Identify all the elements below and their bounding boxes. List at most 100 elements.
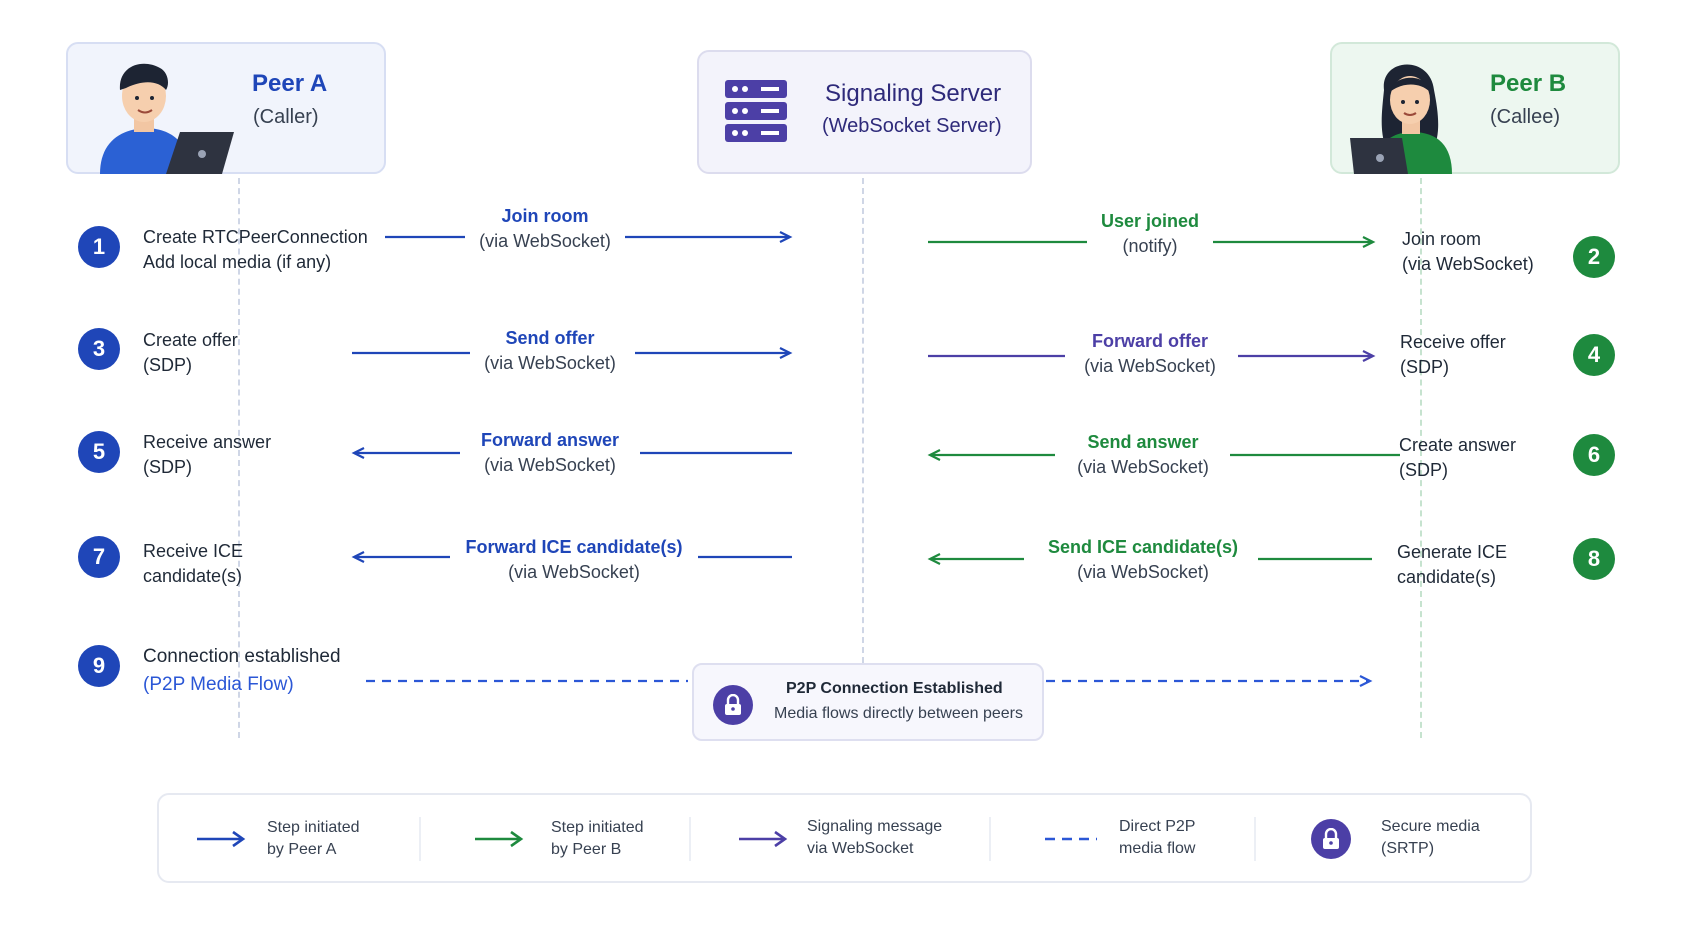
step-7-line2: candidate(s) bbox=[143, 566, 243, 586]
step-badge-2: 2 bbox=[1573, 236, 1615, 278]
step-5-line1: Receive answer bbox=[143, 432, 272, 452]
msg-user-joined-label: User joined bbox=[1100, 211, 1200, 231]
server-lifeline bbox=[862, 178, 864, 663]
step-5-text: Receive answer (SDP) bbox=[143, 430, 271, 480]
step-4-line2: (SDP) bbox=[1400, 357, 1449, 377]
step-2-text: Join room (via WebSocket) bbox=[1402, 227, 1534, 277]
lock-icon bbox=[713, 685, 753, 725]
msg-user-joined-sub: (notify) bbox=[1122, 236, 1178, 256]
peer-b-title: Peer B bbox=[1490, 70, 1567, 97]
step-6-line1: Create answer bbox=[1399, 435, 1517, 455]
step-badge-3: 3 bbox=[78, 328, 120, 370]
msg-join-room: Join room (via WebSocket) bbox=[479, 204, 611, 254]
msg-send-offer-label: Send offer bbox=[505, 328, 595, 348]
legend-divider bbox=[1254, 817, 1256, 861]
step-2-line2: (via WebSocket) bbox=[1402, 254, 1534, 274]
step-7-line1: Receive ICE bbox=[143, 541, 244, 561]
step-3-line1: Create offer bbox=[143, 330, 238, 350]
arrow-right-icon bbox=[475, 830, 524, 848]
msg-forward-answer: Forward answer (via WebSocket) bbox=[481, 428, 619, 478]
legend-peer-a: Step initiated by Peer A bbox=[267, 817, 360, 861]
step-5-line2: (SDP) bbox=[143, 457, 192, 477]
step-9-text: Connection established (P2P Media Flow) bbox=[143, 643, 341, 699]
msg-send-ice-label: Send ICE candidate(s) bbox=[1047, 537, 1239, 557]
step-badge-6: 6 bbox=[1573, 434, 1615, 476]
step-badge-8: 8 bbox=[1573, 538, 1615, 580]
step-badge-7: 7 bbox=[78, 536, 120, 578]
person-laptop-icon bbox=[1350, 64, 1452, 174]
legend-divider bbox=[989, 817, 991, 861]
server-subtitle: (WebSocket Server) bbox=[822, 115, 1002, 137]
msg-forward-offer: Forward offer (via WebSocket) bbox=[1084, 329, 1216, 379]
signaling-server-card: Signaling Server (WebSocket Server) bbox=[697, 50, 1032, 174]
step-8-line2: candidate(s) bbox=[1397, 567, 1497, 587]
msg-forward-ice-sub: (via WebSocket) bbox=[508, 562, 640, 582]
step-1-text: Create RTCPeerConnection Add local media… bbox=[143, 225, 368, 275]
msg-forward-offer-sub: (via WebSocket) bbox=[1084, 356, 1216, 376]
msg-send-offer: Send offer (via WebSocket) bbox=[484, 326, 616, 376]
step-badge-9: 9 bbox=[78, 645, 120, 687]
step-9-line2: (P2P Media Flow) bbox=[143, 674, 294, 695]
lock-icon bbox=[1311, 819, 1351, 859]
step-badge-4: 4 bbox=[1573, 334, 1615, 376]
legend-p2p: Direct P2P media flow bbox=[1119, 816, 1195, 860]
server-title: Signaling Server bbox=[825, 80, 1002, 107]
step-7-text: Receive ICE candidate(s) bbox=[143, 539, 243, 589]
peer-b-lifeline bbox=[1420, 178, 1422, 738]
msg-send-ice-sub: (via WebSocket) bbox=[1077, 562, 1209, 582]
legend-peer-b: Step initiated by Peer B bbox=[551, 817, 644, 861]
msg-forward-answer-sub: (via WebSocket) bbox=[484, 455, 616, 475]
p2p-title: P2P Connection Established bbox=[786, 680, 1003, 697]
step-3-text: Create offer (SDP) bbox=[143, 328, 238, 378]
legend-peer-a-line1: Step initiated bbox=[267, 819, 360, 836]
step-4-line1: Receive offer bbox=[1400, 332, 1506, 352]
legend-secure-line2: (SRTP) bbox=[1381, 840, 1435, 857]
dashed-line-icon bbox=[1045, 837, 1097, 841]
step-1-line1: Create RTCPeerConnection bbox=[143, 227, 368, 247]
legend-peer-b-line1: Step initiated bbox=[551, 819, 644, 836]
peer-a-role: (Caller) bbox=[253, 106, 319, 128]
legend-secure-line1: Secure media bbox=[1381, 818, 1480, 835]
peer-a-card: Peer A (Caller) bbox=[66, 42, 386, 174]
msg-join-room-sub: (via WebSocket) bbox=[479, 231, 611, 251]
p2p-subtitle: Media flows directly between peers bbox=[774, 705, 1024, 722]
legend-peer-b-line2: by Peer B bbox=[551, 841, 622, 858]
peer-b-role: (Callee) bbox=[1490, 106, 1561, 128]
legend-secure: Secure media (SRTP) bbox=[1381, 816, 1480, 860]
step-1-line2: Add local media (if any) bbox=[143, 252, 332, 272]
legend-signaling: Signaling message via WebSocket bbox=[807, 816, 942, 860]
step-8-text: Generate ICE candidate(s) bbox=[1397, 540, 1507, 590]
arrow-right-icon bbox=[739, 830, 788, 848]
server-rack-icon bbox=[725, 80, 787, 142]
step-6-line2: (SDP) bbox=[1399, 460, 1448, 480]
msg-send-ice: Send ICE candidate(s) (via WebSocket) bbox=[1048, 535, 1238, 585]
step-badge-5: 5 bbox=[78, 431, 120, 473]
msg-forward-answer-label: Forward answer bbox=[480, 430, 620, 450]
peer-a-title: Peer A bbox=[252, 70, 328, 97]
msg-send-answer: Send answer (via WebSocket) bbox=[1077, 430, 1209, 480]
msg-join-room-label: Join room bbox=[501, 206, 589, 226]
legend-p2p-line2: media flow bbox=[1119, 840, 1196, 857]
peer-a-lifeline bbox=[238, 178, 240, 738]
step-4-text: Receive offer (SDP) bbox=[1400, 330, 1506, 380]
legend-signaling-line1: Signaling message bbox=[807, 818, 943, 835]
msg-send-offer-sub: (via WebSocket) bbox=[484, 353, 616, 373]
step-6-text: Create answer (SDP) bbox=[1399, 433, 1516, 483]
legend-p2p-line1: Direct P2P bbox=[1119, 818, 1196, 835]
msg-forward-ice-label: Forward ICE candidate(s) bbox=[465, 537, 683, 557]
legend-divider bbox=[419, 817, 421, 861]
msg-send-answer-sub: (via WebSocket) bbox=[1077, 457, 1209, 477]
step-badge-1: 1 bbox=[78, 226, 120, 268]
arrow-right-icon bbox=[197, 830, 246, 848]
step-2-line1: Join room bbox=[1402, 229, 1482, 249]
msg-user-joined: User joined (notify) bbox=[1101, 209, 1199, 259]
p2p-established-box: P2P Connection Established Media flows d… bbox=[692, 663, 1044, 741]
person-laptop-icon bbox=[100, 63, 234, 174]
legend-signaling-line2: via WebSocket bbox=[807, 840, 914, 857]
msg-send-answer-label: Send answer bbox=[1087, 432, 1199, 452]
step-3-line2: (SDP) bbox=[143, 355, 192, 375]
msg-forward-offer-label: Forward offer bbox=[1091, 331, 1208, 351]
step-8-line1: Generate ICE bbox=[1397, 542, 1508, 562]
legend-peer-a-line2: by Peer A bbox=[267, 841, 337, 858]
